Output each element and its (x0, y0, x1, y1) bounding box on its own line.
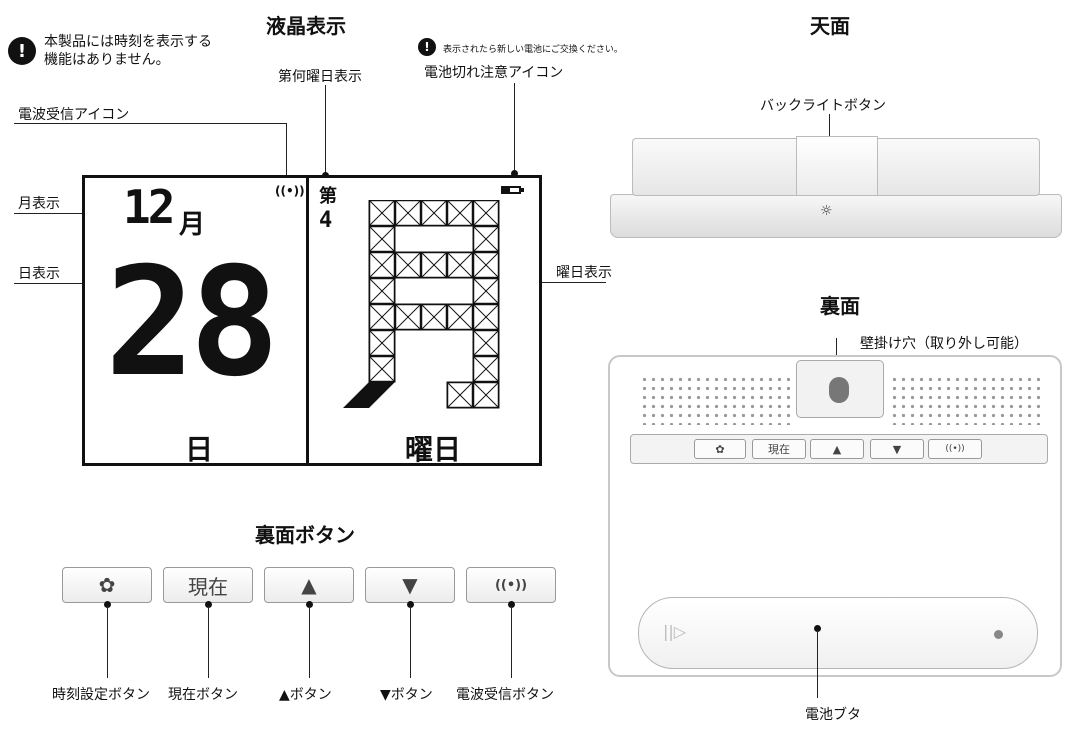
lcd-weekday-glyph (343, 199, 513, 425)
callout-line (107, 606, 108, 678)
lcd-month-unit: 月 (179, 210, 206, 240)
label-wall-hook: 壁掛け穴（取り外し可能） (860, 336, 1028, 352)
mini-current-label: 現在 (768, 443, 790, 456)
bulb-icon: ☼ (820, 203, 833, 219)
callout-dot (104, 601, 111, 608)
antenna-icon: ((•)) (945, 444, 965, 454)
note-battery: 表示されたら新しい電池にご交換ください。 (443, 45, 623, 55)
wall-hook-hole (829, 377, 849, 403)
callout-dot (205, 601, 212, 608)
up-triangle-icon: ▲ (301, 573, 317, 597)
lcd-antenna-icon: ((•)) (275, 184, 305, 198)
back-buttons-title: 裏面ボタン (255, 523, 355, 547)
current-button[interactable]: 現在 (163, 567, 253, 603)
lcd-week-prefix: 第 (319, 186, 337, 207)
callout-line (514, 282, 606, 283)
exclamation-icon: ! (8, 37, 36, 65)
speaker-grille-left (640, 375, 790, 425)
speaker-grille-right (890, 375, 1045, 425)
callout-dot (306, 601, 313, 608)
label-current-button: 現在ボタン (168, 687, 238, 703)
lcd-battery-icon (501, 186, 521, 194)
label-backlight-button: バックライトボタン (760, 98, 886, 114)
callout-line (514, 83, 515, 175)
mini-current-button[interactable]: 現在 (752, 439, 806, 459)
exclamation-icon: ! (418, 38, 436, 56)
label-weekday: 曜日表示 (556, 265, 612, 281)
lcd-divider (306, 178, 309, 463)
callout-line (14, 213, 106, 214)
callout-line (208, 606, 209, 678)
callout-line (817, 630, 818, 698)
label-settings-button: 時刻設定ボタン (52, 687, 150, 703)
current-button-face: 現在 (188, 574, 228, 599)
lcd-weekday-unit: 曜日 (405, 433, 462, 466)
backlight-button-top[interactable] (796, 136, 878, 196)
label-down-button: ▼ボタン (380, 687, 433, 703)
callout-line (14, 123, 286, 124)
gear-icon: ✿ (98, 573, 116, 597)
label-battery-cover: 電池ブタ (805, 707, 861, 723)
mini-down-button[interactable]: ▼ (870, 439, 924, 459)
lcd-day-unit: 日 (185, 433, 214, 466)
cover-screw-icon (994, 630, 1003, 639)
label-battery-icon: 電池切れ注意アイコン (424, 65, 564, 81)
callout-line (14, 283, 106, 284)
callout-line (286, 123, 287, 185)
device-base-top-view (610, 194, 1062, 238)
lcd-day-value: 28 (105, 236, 280, 410)
lcd-section-title: 液晶表示 (266, 14, 346, 38)
label-radio-button: 電波受信ボタン (456, 687, 554, 703)
lcd-week-value: 4 (319, 208, 333, 233)
up-button[interactable]: ▲ (264, 567, 354, 603)
callout-line (410, 606, 411, 678)
mini-up-button[interactable]: ▲ (810, 439, 864, 459)
back-view-title: 裏面 (820, 294, 860, 318)
callout-dot (814, 625, 821, 632)
radio-receive-button[interactable]: ((•)) (466, 567, 556, 603)
slide-arrow-icon: ||▷ (663, 622, 687, 641)
callout-line (309, 606, 310, 678)
callout-dot (508, 601, 515, 608)
down-button[interactable]: ▼ (365, 567, 455, 603)
mini-radio-button[interactable]: ((•)) (928, 439, 982, 459)
up-triangle-icon: ▲ (832, 442, 842, 456)
device-back-panel: ✿ 現在 ▲ ▼ ((•)) ||▷ (608, 355, 1062, 677)
note-no-time: 本製品には時刻を表示する 機能はありません。 (44, 34, 212, 68)
down-triangle-icon: ▼ (402, 573, 418, 597)
lcd-display: 12 月 ((•)) 28 日 第 4 (82, 175, 542, 466)
lcd-month-value: 12 (123, 180, 175, 234)
antenna-icon: ((•)) (494, 577, 528, 593)
label-up-button: ▲ボタン (279, 687, 332, 703)
callout-dot (407, 601, 414, 608)
callout-line (511, 606, 512, 678)
label-radio-icon: 電波受信アイコン (18, 107, 130, 123)
label-day: 日表示 (18, 266, 60, 282)
top-view-title: 天面 (810, 14, 850, 38)
settings-button[interactable]: ✿ (62, 567, 152, 603)
down-triangle-icon: ▼ (892, 442, 902, 456)
callout-line (325, 85, 326, 177)
label-week-number: 第何曜日表示 (278, 69, 362, 85)
battery-tip (521, 188, 524, 192)
battery-cover[interactable]: ||▷ (638, 597, 1038, 669)
mini-settings-button[interactable]: ✿ (694, 439, 746, 459)
gear-icon: ✿ (715, 442, 725, 456)
wall-hook-recess (796, 360, 884, 418)
label-month: 月表示 (18, 196, 60, 212)
callout-dot (511, 170, 518, 177)
